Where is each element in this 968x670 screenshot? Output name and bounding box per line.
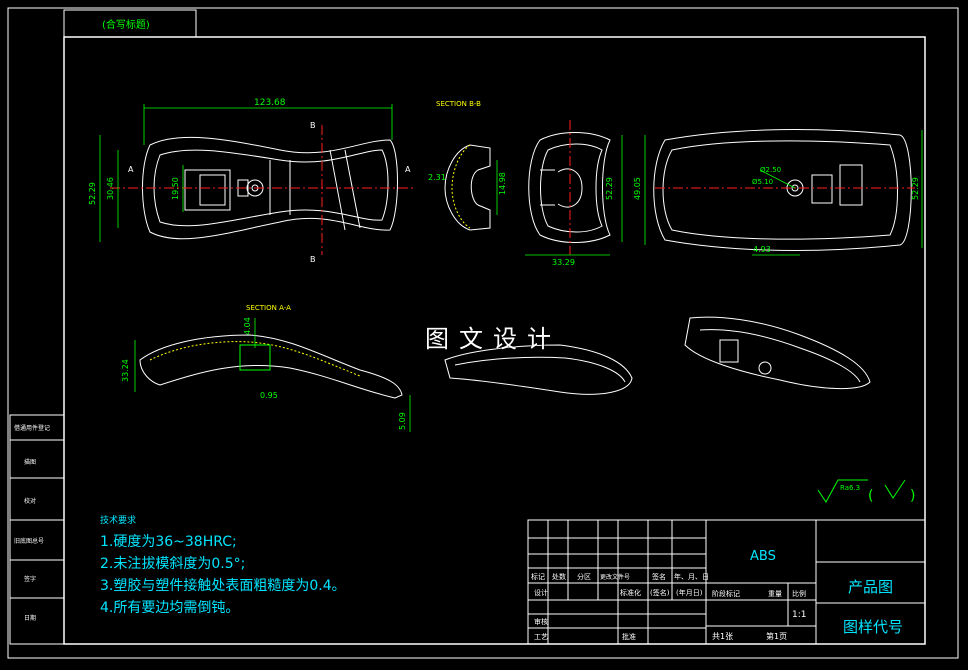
stamp-label: 签字 [24, 575, 36, 583]
dim-label: 52.29 [605, 177, 614, 200]
tb-product: 产品图 [848, 578, 893, 596]
dim-label: 19.50 [171, 177, 180, 200]
tech-item: 3.塑胶与塑件接触处表面粗糙度为0.4。 [100, 577, 346, 594]
section-a-title: SECTION A-A [246, 304, 291, 312]
roughness-paren: ( [868, 488, 873, 504]
top-tag-box [63, 9, 197, 38]
tb-label: 年、月、日 [674, 572, 709, 581]
section-letter: A [405, 165, 411, 174]
stamp-label: 描图 [24, 458, 36, 466]
tb-code: 图样代号 [843, 618, 903, 636]
tb-label: 工艺 [534, 633, 548, 641]
roughness-paren: ) [910, 488, 915, 504]
dim-label: 4.04 [243, 317, 252, 335]
top-view-left [142, 136, 398, 240]
dim-label: 30.46 [106, 177, 115, 200]
tb-label: 比例 [792, 589, 806, 598]
section-b-view [444, 144, 491, 231]
iso-view-right [684, 316, 871, 389]
stamp-label: 校对 [24, 497, 36, 505]
top-tag: (合写标题) [102, 18, 150, 31]
dim-line [759, 169, 796, 189]
dim-label: 33.24 [121, 359, 130, 382]
dim-label: 5.09 [398, 412, 407, 430]
inner-border [63, 36, 926, 645]
iso-view-middle [444, 344, 633, 395]
dim-label: 4.93 [753, 245, 771, 254]
dim-label: 52.29 [911, 177, 920, 200]
right-view [653, 129, 912, 251]
section-b-title: SECTION B-B [436, 100, 481, 108]
section-a-view [139, 334, 403, 399]
tb-label: 分区 [577, 572, 591, 581]
section-letter: A [128, 165, 134, 174]
dim-label: 33.29 [552, 258, 575, 267]
dim-label: 52.29 [88, 182, 97, 205]
stamp-label: 旧底图总号 [14, 537, 44, 545]
roughness-symbol [817, 479, 906, 503]
tb-label: 处数 [552, 572, 566, 581]
title-block-grid [527, 519, 926, 645]
watermark: 图文设计 [414, 318, 572, 354]
tb-label: 批准 [622, 632, 636, 641]
stamp-label: 借通用件登记 [14, 424, 50, 432]
tech-title: 技术要求 [100, 514, 136, 526]
watermark-text: 图文设计 [425, 324, 561, 353]
tb-label: 更改文件号 [600, 573, 630, 581]
dim-label: 14.98 [498, 172, 507, 195]
dim-label: Ø2.50 [760, 166, 781, 174]
tb-material: ABS [750, 549, 776, 564]
dim-label: 0.95 [260, 391, 278, 400]
dimension-lines [99, 104, 393, 242]
outer-border [7, 7, 959, 659]
left-stamp-column [9, 414, 65, 645]
tb-label: 重量 [768, 590, 782, 598]
section-letter: B [310, 255, 316, 264]
dim-label: 2.31 [428, 173, 446, 182]
section-letter: B [310, 121, 316, 130]
tb-scale: 1:1 [792, 610, 806, 620]
tech-item: 4.所有要边均需倒钝。 [100, 600, 239, 616]
dim-label: 123.68 [254, 98, 286, 108]
tb-sheets: 共1张 [712, 632, 733, 641]
tb-label: (年月日) [676, 588, 703, 597]
dim-label: Ø5.10 [752, 178, 773, 186]
tb-label: 设计 [534, 588, 548, 597]
tech-item: 1.硬度为36~38HRC; [100, 534, 237, 550]
tb-label: 审核 [534, 617, 548, 626]
tb-label: 阶段标记 [712, 589, 740, 598]
tb-label: 标准化 [620, 588, 641, 597]
tb-sheet-no: 第1页 [766, 631, 787, 641]
stamp-label: 日期 [24, 614, 36, 622]
tech-item: 2.未注拔模斜度为0.5°; [100, 556, 245, 572]
tb-label: 签名 [652, 572, 666, 581]
tb-label: 标记 [531, 572, 545, 581]
dim-label: 49.05 [633, 177, 642, 200]
tb-label: (签名) [650, 588, 670, 597]
roughness-value: Ra6.3 [840, 484, 860, 492]
front-view [528, 132, 611, 243]
